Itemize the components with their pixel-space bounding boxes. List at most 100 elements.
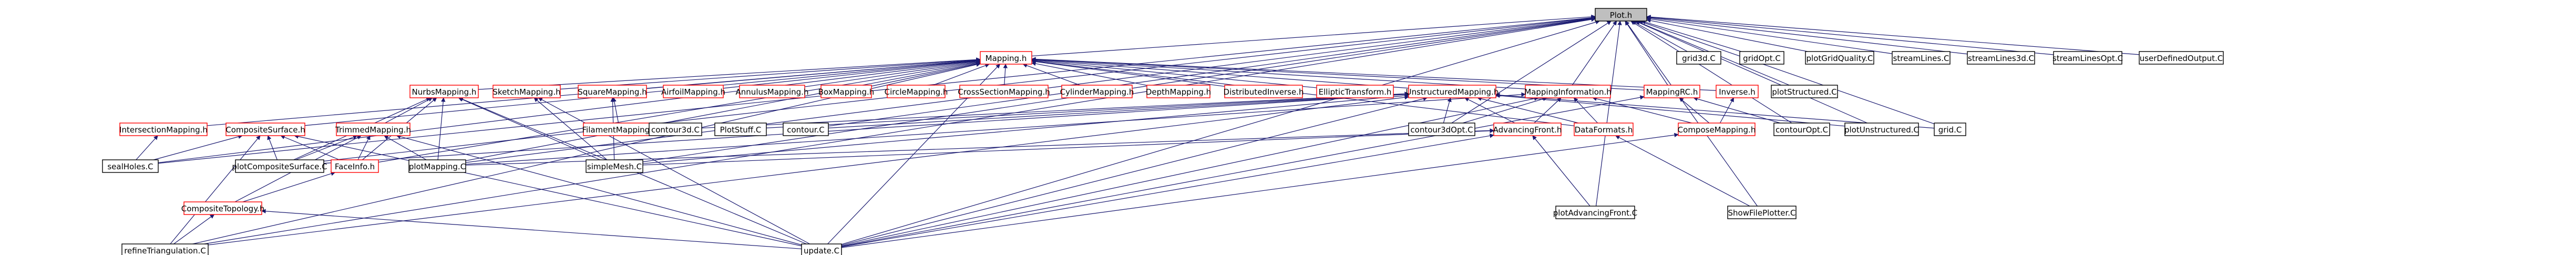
node-pmap[interactable]: plotMapping.C	[408, 159, 466, 173]
edge-advf-to-unstr	[1464, 97, 1515, 124]
node-refine[interactable]: refineTriangulation.C	[121, 243, 209, 255]
edge-c3dopt-to-plot	[1451, 21, 1612, 124]
node-unstr[interactable]: UnstructuredMapping.h	[1406, 85, 1499, 98]
node-faceinfo[interactable]: FaceInfo.h	[331, 159, 379, 173]
node-punstr[interactable]: plotUnstructured.C	[1844, 123, 1919, 136]
node-circle[interactable]: CircleMapping.h	[885, 85, 948, 98]
node-advf[interactable]: AdvancingFront.h	[1493, 123, 1562, 136]
node-box	[801, 243, 842, 255]
node-box	[225, 123, 305, 136]
edge-pcs-to-trim	[295, 135, 358, 160]
node-padv[interactable]: plotAdvancingFront.C	[1553, 206, 1637, 219]
node-square[interactable]: SquareMapping.h	[578, 85, 647, 98]
edge-ctopo-to-faceinfo	[242, 171, 336, 202]
node-pgq[interactable]: plotGridQuality.C	[1805, 51, 1874, 65]
node-box	[1408, 123, 1475, 136]
node-pstruct[interactable]: plotStructured.C	[1771, 85, 1838, 98]
node-inverse[interactable]: Inverse.h	[1716, 85, 1759, 98]
node-trim[interactable]: TrimmedMapping.h	[335, 123, 411, 136]
edge-dinv-to-mapping	[1031, 59, 1225, 87]
edge-depth-to-mapping	[1031, 61, 1147, 86]
node-gridc[interactable]: grid.C	[1934, 123, 1966, 136]
node-compm[interactable]: ComposeMapping.h	[1678, 123, 1756, 136]
node-annulus[interactable]: AnnulusMapping.h	[736, 85, 809, 98]
node-pstuff[interactable]: PlotStuff.C	[714, 123, 767, 136]
node-cyl[interactable]: CylinderMapping.h	[1060, 85, 1134, 98]
node-gridopt[interactable]: gridOpt.C	[1739, 51, 1784, 65]
node-label: contour.C	[787, 125, 825, 135]
edge-update-to-mrc	[841, 95, 1645, 247]
node-plot[interactable]: Plot.h	[1595, 8, 1647, 22]
node-label: refineTriangulation.C	[124, 246, 206, 255]
node-seal[interactable]: sealHoles.C	[102, 159, 159, 173]
node-minfo[interactable]: MappingInformation.h	[1524, 85, 1612, 98]
node-label: MappingInformation.h	[1524, 87, 1611, 97]
node-fillet[interactable]: FilamentMapping.h	[582, 123, 658, 136]
node-copt[interactable]: contourOpt.C	[1773, 123, 1830, 136]
node-label: SquareMapping.h	[578, 87, 646, 97]
edge-advf-to-minfo	[1534, 97, 1562, 124]
node-udo[interactable]: userDefinedOutput.C	[2139, 51, 2224, 65]
node-mrc[interactable]: MappingRC.h	[1644, 85, 1700, 98]
node-slopt[interactable]: streamLinesOpt.C	[2052, 51, 2123, 65]
node-box	[783, 123, 829, 136]
edge-faceinfo-to-mapping	[378, 60, 981, 163]
edge-box-to-mapping	[871, 62, 981, 87]
node-label: gridOpt.C	[1743, 54, 1781, 63]
edge-padv-to-advf	[1532, 135, 1590, 207]
node-smesh[interactable]: simpleMesh.C	[586, 159, 643, 173]
node-cross[interactable]: CrossSectionMapping.h	[958, 85, 1050, 98]
edge-mrc-to-plot	[1625, 21, 1668, 86]
node-inter[interactable]: IntersectionMapping.h	[119, 123, 208, 136]
node-label: DataFormats.h	[1575, 125, 1633, 135]
node-dinv[interactable]: DistributedInverse.h	[1224, 85, 1304, 98]
node-box	[1678, 123, 1756, 136]
node-sketch[interactable]: SketchMapping.h	[492, 85, 561, 98]
node-box	[1892, 51, 1951, 65]
edge-update-to-minfo	[841, 96, 1539, 247]
node-mapping[interactable]: Mapping.h	[980, 51, 1032, 65]
node-nurbs[interactable]: NurbsMapping.h	[409, 85, 479, 98]
node-label: plotUnstructured.C	[1844, 125, 1919, 135]
edge-cross-to-mapping	[1003, 64, 1008, 86]
node-box	[1676, 51, 1721, 65]
edge-slopt-to-plot	[1646, 15, 2054, 55]
node-label: SketchMapping.h	[492, 87, 560, 97]
node-csurf[interactable]: CompositeSurface.h	[225, 123, 305, 136]
node-depth[interactable]: DepthMapping.h	[1146, 85, 1211, 98]
node-label: MappingRC.h	[1646, 87, 1698, 97]
edge-smesh-to-unstr	[642, 93, 1409, 164]
node-pcs[interactable]: plotCompositeSurface.C	[232, 159, 327, 173]
node-c3d[interactable]: contour3d.C	[649, 123, 702, 136]
node-box	[578, 85, 647, 98]
edge-pgq-to-plot	[1646, 18, 1808, 52]
edge-sfp-to-plot	[1625, 21, 1758, 207]
edge-pmap-to-nurbs	[437, 97, 446, 160]
node-dataf[interactable]: DataFormats.h	[1574, 123, 1634, 136]
node-update[interactable]: update.C	[801, 243, 842, 255]
node-box	[1224, 85, 1303, 98]
node-box[interactable]: BoxMapping.h	[818, 85, 875, 98]
edge-punstr-to-unstr	[1495, 93, 1845, 127]
node-label: NurbsMapping.h	[412, 87, 477, 97]
edge-pcs-to-csurf	[267, 135, 278, 160]
node-airfoil[interactable]: AirfoilMapping.h	[661, 85, 725, 98]
edge-trim-to-nurbs	[385, 97, 433, 124]
edge-dataf-to-minfo	[1573, 97, 1598, 124]
node-box	[1493, 123, 1562, 136]
node-box	[1555, 206, 1635, 219]
edge-contour-to-plot	[828, 16, 1596, 127]
edge-seal-to-mapping	[158, 59, 981, 164]
node-contour[interactable]: contour.C	[783, 123, 829, 136]
edge-nurbs-to-mapping	[478, 57, 981, 90]
edge-dataf-to-mapping	[1031, 59, 1575, 126]
node-sl3d[interactable]: streamLines3d.C	[1967, 51, 2035, 65]
node-sl[interactable]: streamLines.C	[1892, 51, 1951, 65]
node-grid3d[interactable]: grid3d.C	[1676, 51, 1721, 65]
node-sfp[interactable]: ShowFilePlotter.C	[1727, 206, 1797, 219]
node-label: IntersectionMapping.h	[119, 125, 208, 135]
node-c3dopt[interactable]: contour3dOpt.C	[1408, 123, 1475, 136]
edge-annulus-to-mapping	[804, 59, 981, 87]
node-ctopo[interactable]: CompositeTopology.h	[181, 201, 264, 215]
node-ellip[interactable]: EllipticTransform.h	[1316, 85, 1394, 98]
